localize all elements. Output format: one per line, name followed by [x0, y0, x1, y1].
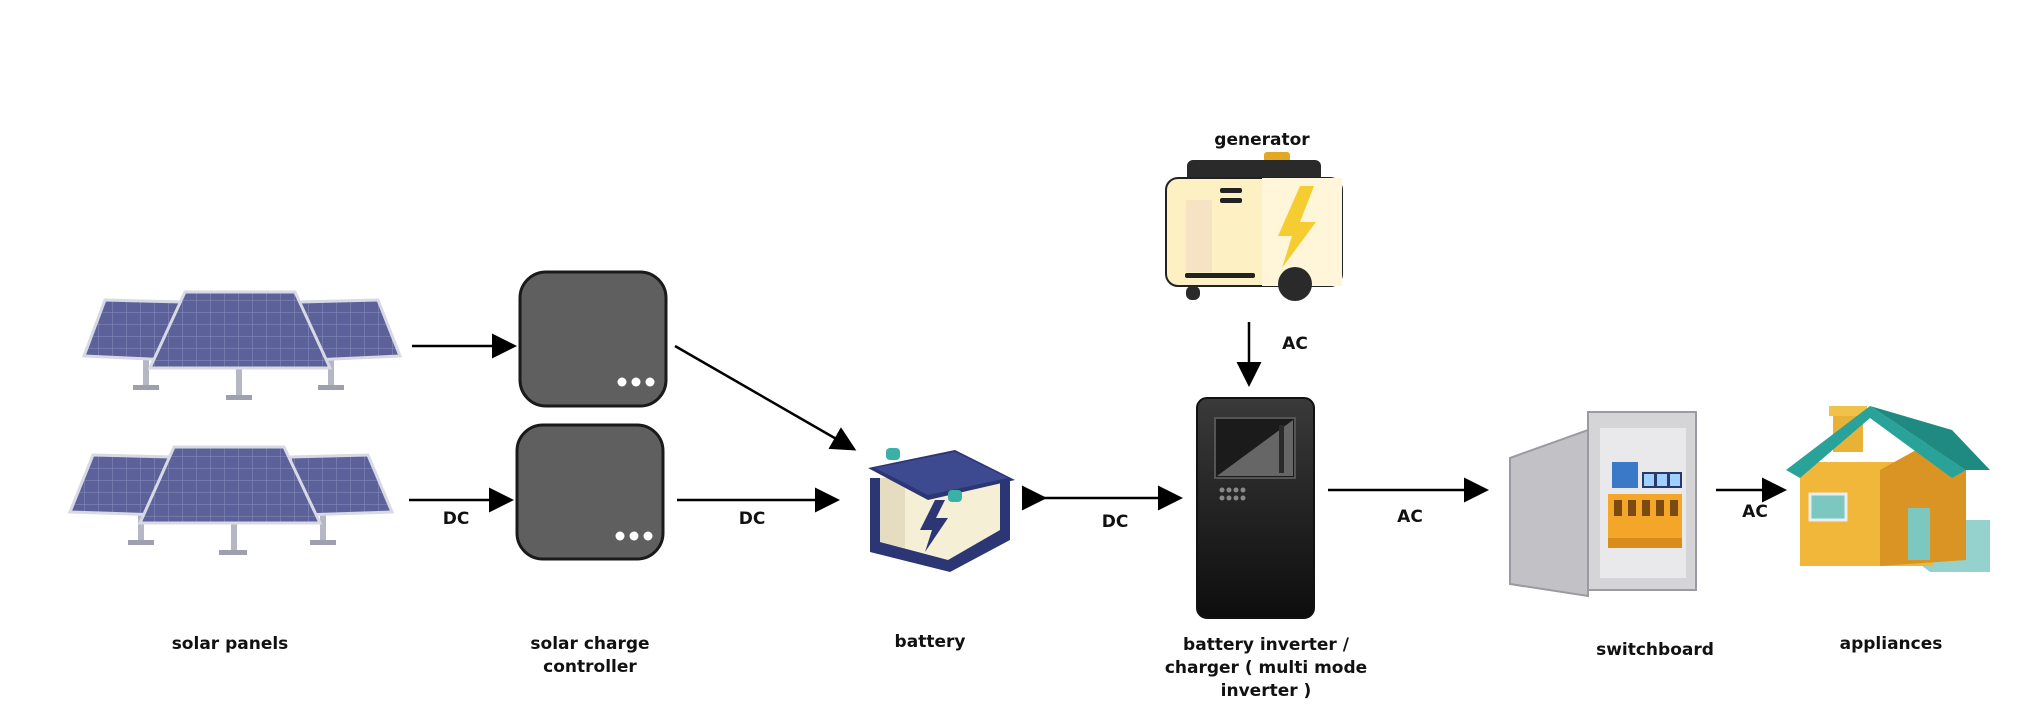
- arrow-controller-top-to-battery: [674, 344, 857, 451]
- label-charge-controller: solar charge controller: [530, 634, 650, 677]
- flow-arrows: [409, 322, 1787, 513]
- switchboard-icon: [1509, 411, 1697, 598]
- inverter-icon: [1196, 397, 1315, 619]
- flow-label-panels-to-controller: DC: [442, 509, 470, 529]
- label-solar-panels: solar panels: [171, 634, 289, 654]
- charge-controller-top: [518, 270, 668, 408]
- label-generator: generator: [1214, 130, 1310, 150]
- label-appliances: appliances: [1839, 634, 1943, 654]
- solar-panel-array-top: [81, 290, 403, 400]
- label-switchboard: switchboard: [1596, 640, 1714, 660]
- generator-icon: [1165, 152, 1343, 301]
- solar-panel-array-bottom: [67, 445, 395, 555]
- label-battery: battery: [894, 632, 966, 652]
- house-icon: [1786, 406, 1990, 572]
- label-inverter: battery inverter / charger ( multi mode …: [1164, 635, 1368, 701]
- flow-label-inverter-to-switchboard: AC: [1397, 507, 1423, 527]
- flow-label-switchboard-to-appliances: AC: [1742, 502, 1768, 522]
- battery-icon: [868, 448, 1015, 572]
- charge-controller-bottom: [515, 423, 665, 561]
- flow-label-battery-inverter: DC: [1101, 512, 1129, 532]
- flow-label-generator-to-inverter: AC: [1282, 334, 1308, 354]
- flow-label-controller-to-battery: DC: [738, 509, 766, 529]
